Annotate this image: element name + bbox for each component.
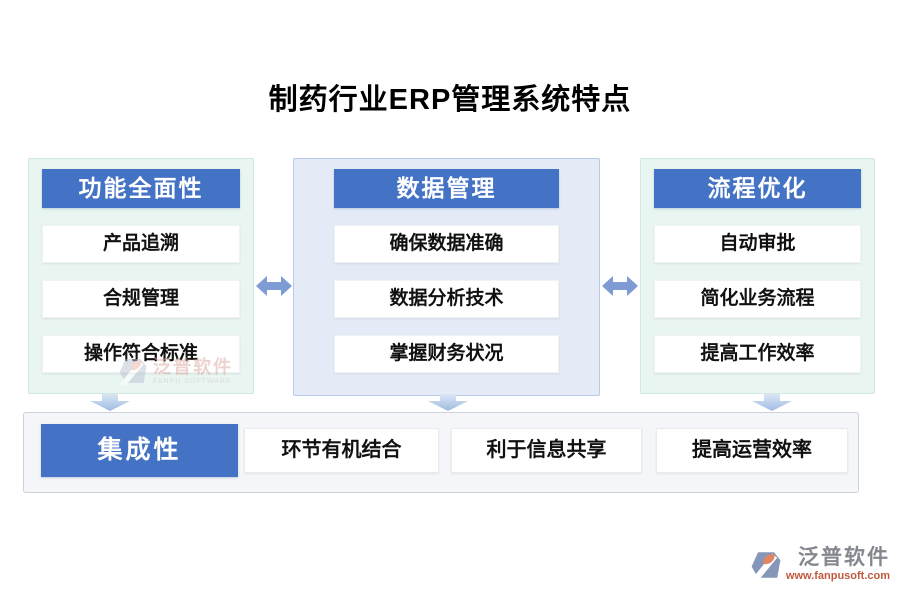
integration-item: 提高运营效率 — [656, 428, 848, 473]
integration-header: 集成性 — [41, 424, 238, 477]
down-arrow-icon — [428, 394, 468, 411]
integration-item: 环节有机结合 — [244, 428, 439, 473]
feature-item: 提高工作效率 — [654, 335, 861, 373]
column-header: 数据管理 — [334, 169, 559, 208]
column-process-optimization: 流程优化 自动审批 简化业务流程 提高工作效率 — [640, 158, 875, 394]
feature-item: 简化业务流程 — [654, 280, 861, 318]
column-header: 功能全面性 — [42, 169, 240, 208]
feature-item: 自动审批 — [654, 225, 861, 263]
column-data-management: 数据管理 确保数据准确 数据分析技术 掌握财务状况 — [293, 158, 600, 396]
integration-band: 集成性 环节有机结合 利于信息共享 提高运营效率 — [23, 412, 859, 493]
down-arrow-icon — [752, 394, 792, 411]
integration-item: 利于信息共享 — [451, 428, 642, 473]
feature-item: 掌握财务状况 — [334, 335, 559, 373]
watermark-footer: 泛普软件 www.fanpusoft.com — [750, 547, 890, 582]
double-arrow-icon — [602, 276, 638, 296]
footer-brand-text: 泛普软件 — [798, 546, 890, 569]
column-comprehensive-functionality: 功能全面性 产品追溯 合规管理 操作符合标准 — [28, 158, 254, 394]
page-title: 制药行业ERP管理系统特点 — [268, 84, 632, 116]
feature-item: 确保数据准确 — [334, 225, 559, 263]
fanpu-logo-icon — [750, 549, 782, 581]
down-arrow-icon — [90, 394, 130, 411]
feature-item: 合规管理 — [42, 280, 240, 318]
column-header: 流程优化 — [654, 169, 861, 208]
double-arrow-icon — [256, 276, 292, 296]
feature-item: 数据分析技术 — [334, 280, 559, 318]
footer-url-text: www.fanpusoft.com — [785, 570, 890, 582]
feature-item: 操作符合标准 — [42, 335, 240, 373]
feature-item: 产品追溯 — [42, 225, 240, 263]
